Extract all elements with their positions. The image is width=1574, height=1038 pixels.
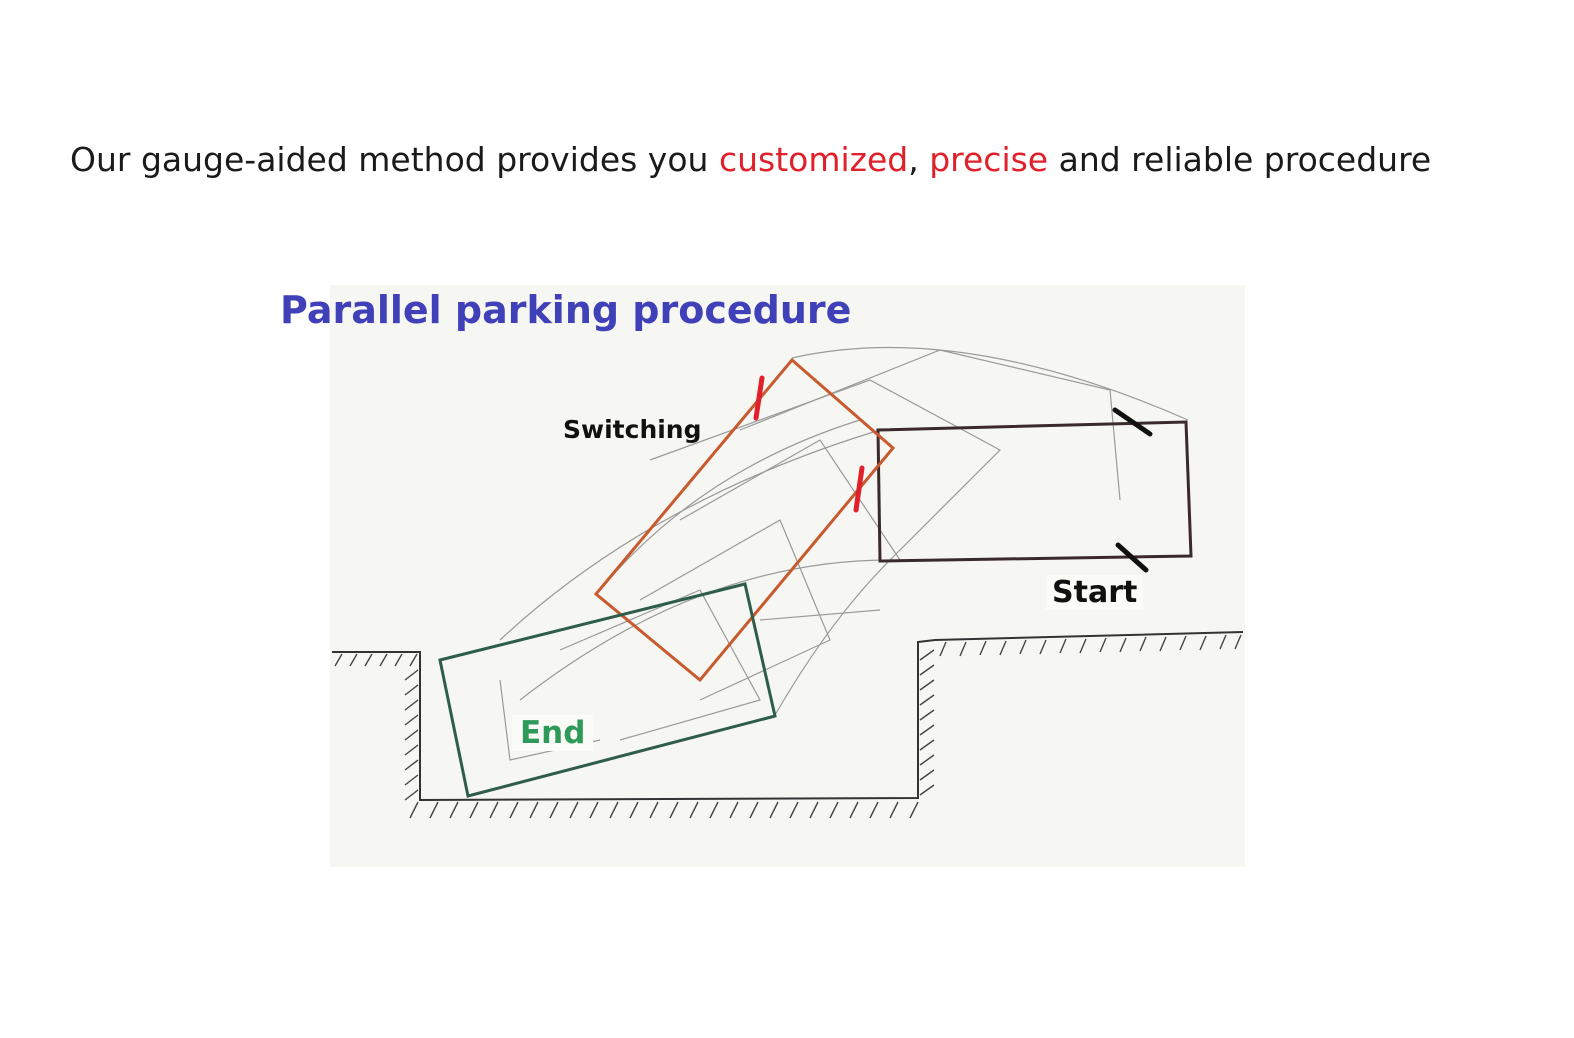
end-label: End [512, 715, 594, 751]
switching-car [593, 357, 896, 683]
headline-precise: precise [929, 140, 1049, 179]
headline-text-1: Our gauge-aided method provides you [70, 140, 719, 179]
diagram-title: Parallel parking procedure [280, 288, 852, 332]
switching-markers [753, 375, 865, 513]
start-car [876, 420, 1193, 563]
end-car [438, 582, 777, 798]
headline: Our gauge-aided method provides you cust… [70, 140, 1431, 179]
curb-hatching [334, 634, 1242, 819]
switching-label: Switching [563, 415, 702, 444]
start-label: Start [1046, 575, 1144, 610]
trajectory-lines [499, 346, 1189, 761]
headline-customized: customized [718, 140, 909, 179]
headline-text-2: and reliable procedure [1048, 140, 1432, 179]
start-markers [1112, 407, 1153, 573]
headline-comma: , [908, 140, 930, 179]
curb-outline [332, 631, 1244, 802]
